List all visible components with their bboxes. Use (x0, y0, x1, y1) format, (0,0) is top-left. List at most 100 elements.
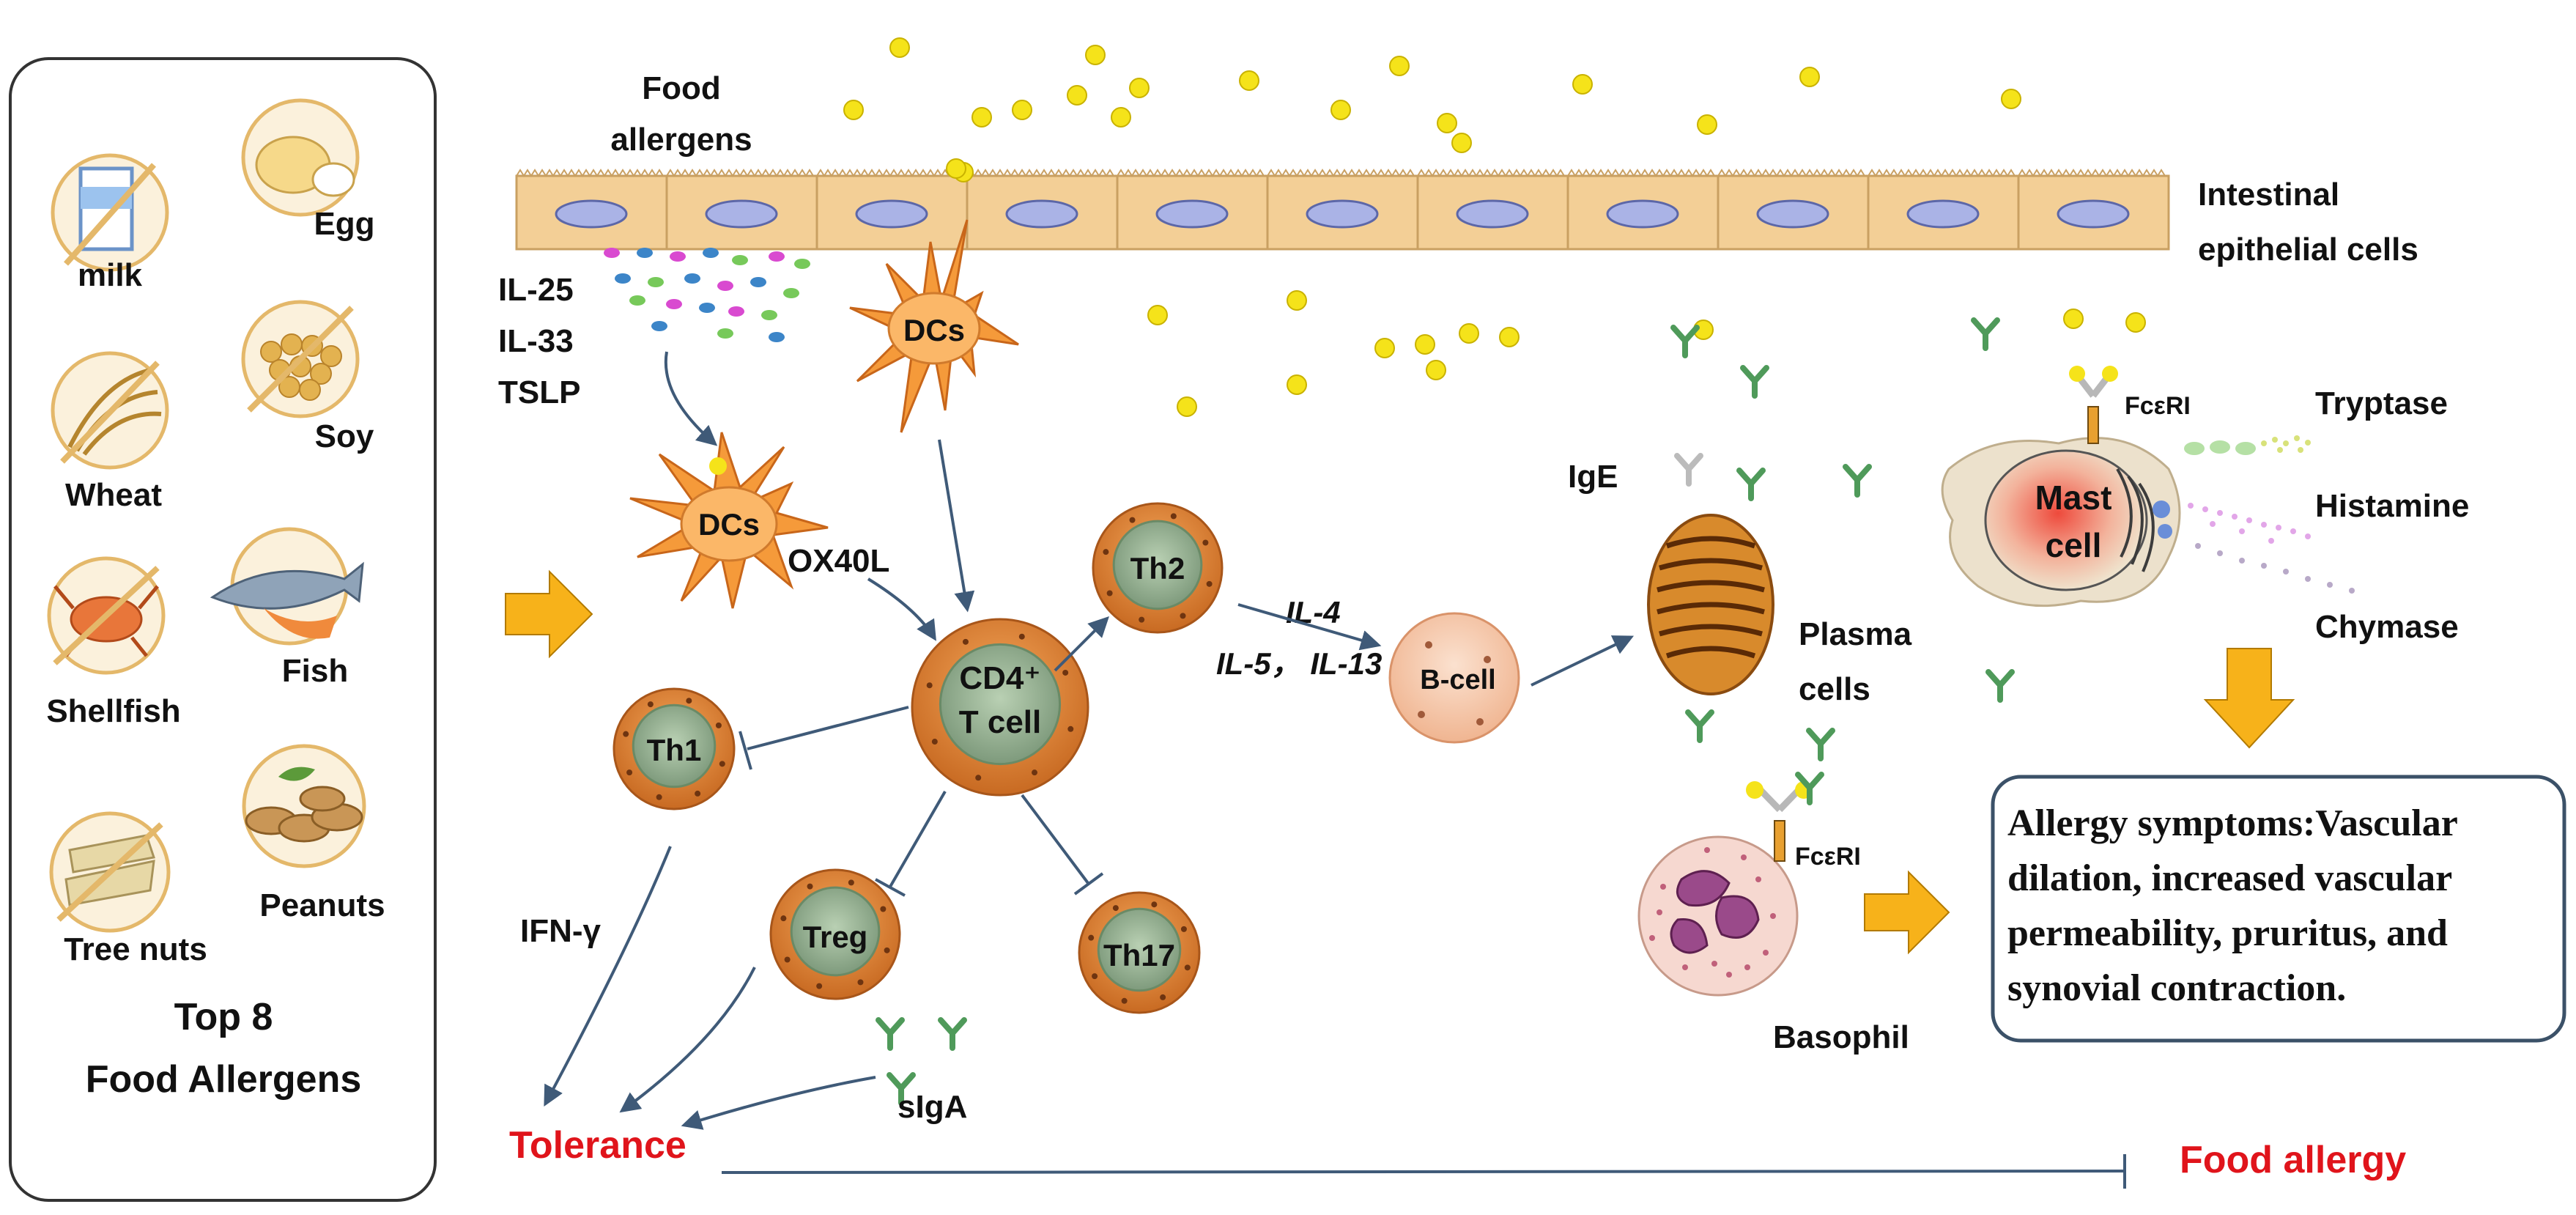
cd4-label-line2: T cell (959, 704, 1042, 740)
egg-icon (241, 98, 360, 217)
fish-icon (210, 527, 364, 646)
allergen-dot (2063, 309, 2084, 329)
symptoms-line3: permeability, pruritus, and (2007, 912, 2448, 954)
allergen-dot (1451, 133, 1472, 153)
food-allergy-label: Food allergy (2180, 1139, 2406, 1181)
allergen-dot (1499, 327, 1520, 347)
epithelial-cell (1867, 169, 2020, 251)
allergen-dot (2001, 89, 2021, 109)
allergen-dot (1697, 114, 1717, 135)
arrow-cytokines-to-dc (664, 351, 718, 446)
il25-label: IL-25 (498, 272, 574, 308)
allergen-dot (946, 158, 966, 179)
input-arrow-icon (505, 569, 593, 659)
epithelial-cell (1566, 169, 1720, 251)
allergen-dot (1239, 70, 1259, 91)
tslp-label: TSLP (498, 374, 580, 410)
th17-cell (1078, 891, 1201, 1014)
epithelial-cell (2017, 169, 2170, 251)
allergen-dot (971, 107, 992, 128)
allergen-dot (2125, 312, 2146, 333)
epithelial-cell (966, 169, 1119, 251)
allergen-dot (1374, 338, 1395, 358)
soy-icon (241, 300, 360, 418)
epithelial-cell (1116, 169, 1269, 251)
epithelial-cell (815, 169, 969, 251)
inhibit-cd4-th1 (747, 706, 909, 750)
il4-label: IL-4 (1286, 595, 1341, 629)
allergen-label-milk: milk (78, 257, 143, 293)
tolerance-label: Tolerance (509, 1124, 686, 1167)
shellfish-icon (47, 556, 166, 675)
antibody-icon (1806, 728, 1835, 761)
allergen-label-wheat: Wheat (65, 477, 162, 513)
mast-cell (1941, 437, 2181, 608)
allergen-dot (1799, 67, 1820, 87)
treg-cell (769, 868, 901, 1000)
cd4-label-line1: CD4⁺ (959, 660, 1040, 696)
allergen-dot (1426, 360, 1446, 380)
mast-label-line2: cell (2046, 526, 2102, 564)
il5-il13-label: IL-5， IL-13 (1216, 646, 1382, 681)
allergen-dot (889, 37, 910, 58)
down-arrow-icon (2203, 648, 2295, 749)
allergen-dot (1129, 78, 1150, 98)
allergen-dot (1287, 374, 1307, 395)
b-cell-label: B-cell (1420, 665, 1495, 695)
epithelial-cell (515, 169, 668, 251)
allergen-dot (1067, 85, 1087, 106)
antibody-icon (1795, 772, 1824, 805)
il33-label: IL-33 (498, 323, 574, 359)
arrow-dc-to-cd4 (938, 439, 975, 613)
antibody-icon (1685, 709, 1714, 743)
dendritic-cell-left (629, 432, 829, 609)
symptoms-line1: Allergy symptoms:Vascular (2007, 802, 2458, 844)
allergen-panel-title-line1: Top 8 (174, 996, 273, 1038)
pathway-arrows (544, 351, 2126, 1189)
histamine-label: Histamine (2315, 488, 2469, 524)
cytokine-particles (604, 248, 810, 342)
inhibit-cd4-th17 (1021, 794, 1089, 885)
allergen-panel-title-line2: Food Allergens (86, 1058, 362, 1101)
mediator-granules (2184, 435, 2355, 594)
basophil-fceri-receptor-icon (1746, 781, 1813, 862)
chymase-label: Chymase (2315, 609, 2459, 645)
antibody-icon (887, 1072, 916, 1106)
allergen-dot (1287, 290, 1307, 311)
milk-icon (51, 153, 169, 272)
plasma-cell (1647, 514, 1774, 695)
allergen-dot (1459, 323, 1479, 344)
arrow-cd4-to-th2 (1054, 616, 1109, 672)
allergen-dot (843, 100, 864, 120)
allergen-label-fish: Fish (282, 653, 348, 689)
th17-label: Th17 (1103, 938, 1175, 972)
tree-nut-icon (49, 811, 171, 933)
mast-fceri-label: FcεRI (2125, 392, 2191, 420)
antibody-icon (1740, 365, 1769, 399)
allergen-dot (1085, 45, 1106, 65)
basophil-label: Basophil (1773, 1019, 1909, 1055)
food-allergens-label-line1: Food (642, 70, 721, 106)
basophil (1637, 835, 1799, 997)
cd4-t-cell (911, 618, 1089, 797)
ox40l-label: OX40L (788, 543, 889, 579)
antibody-icon (876, 1017, 905, 1051)
epithelial-cell (1266, 169, 1419, 251)
arrow-siga-to-tolerance (681, 1076, 876, 1130)
allergen-dot (1389, 56, 1410, 76)
allergen-label-shellfish: Shellfish (46, 693, 180, 729)
th1-label: Th1 (647, 733, 702, 767)
food-allergens-label-line2: allergens (610, 122, 752, 158)
antibody-icon (1971, 317, 2000, 351)
symptoms-box (1991, 775, 2566, 1043)
antibody-icon (1736, 468, 1766, 501)
antibody-molecules (876, 317, 2015, 1106)
symptoms-line2: dilation, increased vascular (2007, 857, 2452, 899)
arrow-treg-to-tolerance (619, 967, 756, 1113)
antibody-icon (938, 1017, 967, 1051)
plasma-label-line1: Plasma (1799, 616, 1912, 652)
allergen-label-tree-nuts: Tree nuts (64, 931, 207, 967)
antibody-icon (1670, 325, 1700, 358)
mast-fceri-receptor-icon (2069, 366, 2118, 444)
